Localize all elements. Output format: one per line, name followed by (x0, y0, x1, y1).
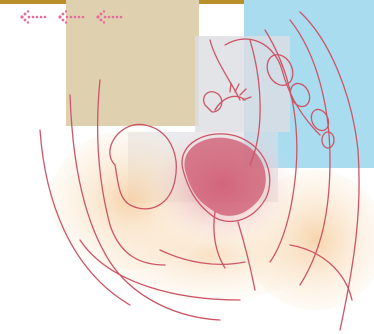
dotted-left-arrow-icon[interactable] (18, 9, 50, 25)
navigation-arrows (18, 9, 126, 25)
inner-line-2 (210, 40, 240, 100)
colon-loop-2 (287, 80, 313, 109)
dotted-left-arrow-icon[interactable] (56, 9, 88, 25)
ovary-outline (204, 92, 222, 112)
colon-loop-1 (262, 50, 297, 89)
dotted-left-arrow-icon[interactable] (94, 9, 126, 25)
colon-loop-4 (322, 132, 334, 148)
